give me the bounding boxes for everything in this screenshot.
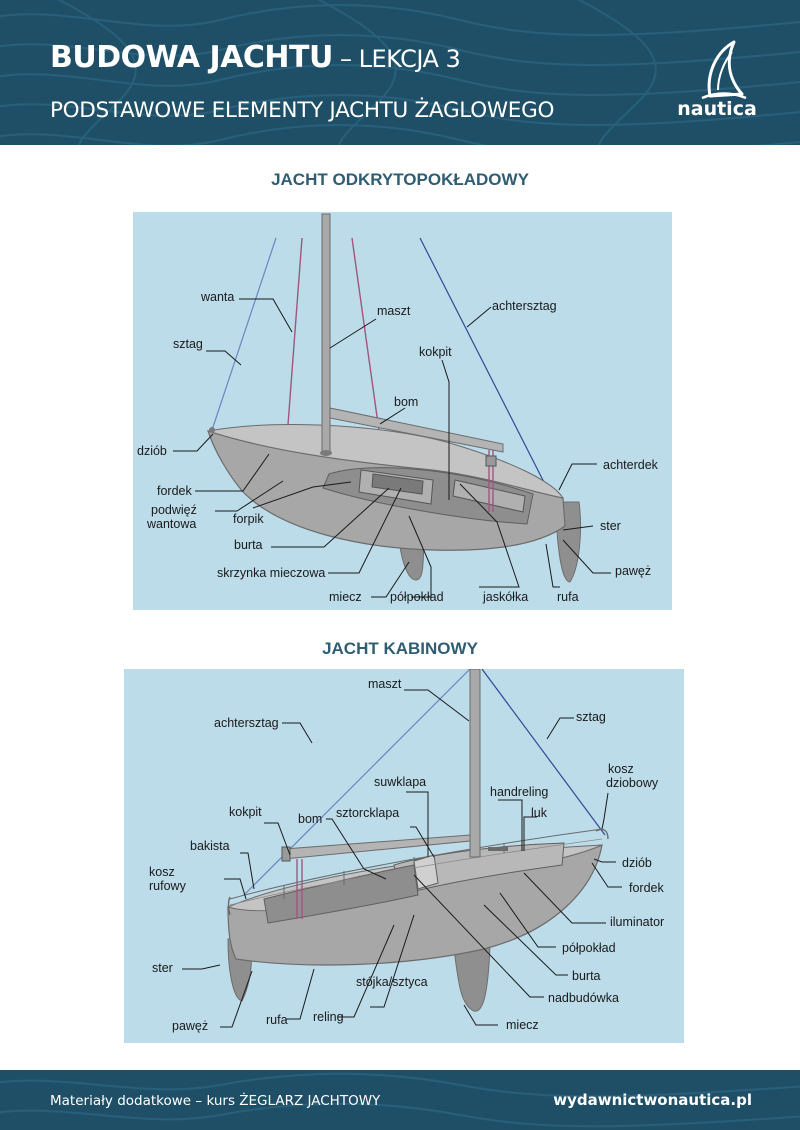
label-sztorcklapa: sztorcklapa	[336, 806, 400, 820]
label-maszt: maszt	[377, 304, 411, 318]
label-kosz-dziobowy-line2: dziobowy	[606, 776, 659, 790]
label-iluminator: iluminator	[610, 915, 665, 929]
label-kosz-rufowy-line1: kosz	[149, 865, 175, 879]
label-miecz: miecz	[329, 590, 362, 604]
cabin-yacht-illustration	[182, 669, 622, 1028]
label-pawez: pawęż	[172, 1019, 209, 1033]
section-title-cabin: JACHT KABINOWY	[322, 639, 478, 658]
label-burta: burta	[234, 538, 263, 552]
label-fordek: fordek	[629, 881, 664, 895]
label-polpoklad: półpokład	[562, 941, 616, 955]
label-burta: burta	[572, 969, 601, 983]
label-polpoklad: półpokład	[390, 590, 444, 604]
label-stojka-sztyca: stójka/sztyca	[356, 975, 428, 989]
label-rufa: rufa	[266, 1013, 288, 1027]
title-lesson: – LEKCJA 3	[332, 45, 461, 73]
label-bom: bom	[394, 395, 419, 409]
open-deck-yacht-panel: wanta maszt achtersztag sztag kokpit bom…	[133, 212, 672, 610]
section-title-open-deck: JACHT ODKRYTOPOKŁADOWY	[271, 170, 529, 189]
label-kokpit: kokpit	[419, 345, 452, 359]
label-reling: reling	[313, 1010, 344, 1024]
label-miecz: miecz	[506, 1018, 539, 1032]
open-deck-yacht-illustration	[173, 213, 611, 598]
label-podwiez-line1: podwięź	[151, 503, 197, 517]
label-wanta: wanta	[201, 290, 235, 304]
label-bakista: bakista	[190, 839, 230, 853]
footer-wave-pattern	[0, 1072, 800, 1128]
brand-logo-text: nautica	[677, 98, 757, 120]
label-achtersztag: achtersztag	[492, 299, 557, 313]
label-podwiez-line2: wantowa	[147, 517, 197, 531]
label-skrzynka-mieczowa: skrzynka mieczowa	[217, 566, 326, 580]
label-sztag: sztag	[173, 337, 203, 351]
wave-pattern	[0, 0, 800, 145]
label-handreling: handreling	[490, 785, 549, 799]
page-subtitle: PODSTAWOWE ELEMENTY JACHTU ŻAGLOWEGO	[50, 98, 555, 123]
header-banner: BUDOWA JACHTU – LEKCJA 3 PODSTAWOWE ELEM…	[0, 0, 800, 145]
footer-banner: Materiały dodatkowe – kurs ŻEGLARZ JACHT…	[0, 1070, 800, 1130]
label-ster: ster	[152, 961, 173, 975]
footer-website-link[interactable]: wydawnictwonautica.pl	[553, 1091, 752, 1109]
label-achterdek: achterdek	[603, 458, 658, 472]
label-pawez: pawęż	[615, 564, 652, 578]
label-kokpit: kokpit	[229, 805, 262, 819]
label-forpik: forpik	[233, 512, 264, 526]
label-fordek: fordek	[157, 484, 192, 498]
title-main: BUDOWA JACHTU	[50, 40, 333, 75]
label-dziob: dziób	[137, 444, 167, 458]
label-luk: luk	[531, 806, 547, 820]
label-bom: bom	[298, 812, 323, 826]
label-suwklapa: suwklapa	[374, 775, 427, 789]
label-sztag: sztag	[576, 710, 606, 724]
label-dziob: dziób	[622, 856, 652, 870]
sail-logo-icon	[701, 40, 747, 100]
label-nadbudowka: nadbudówka	[548, 991, 619, 1005]
cabin-yacht-panel: maszt achtersztag sztag kosz dziobowy su…	[124, 669, 684, 1043]
footer-course-text: Materiały dodatkowe – kurs ŻEGLARZ JACHT…	[50, 1093, 381, 1109]
page-title: BUDOWA JACHTU – LEKCJA 3	[50, 40, 461, 75]
label-maszt: maszt	[368, 677, 402, 691]
label-achtersztag: achtersztag	[214, 716, 279, 730]
label-ster: ster	[600, 519, 621, 533]
label-rufa: rufa	[557, 590, 579, 604]
label-kosz-rufowy-line2: rufowy	[149, 879, 186, 893]
label-kosz-dziobowy-line1: kosz	[608, 762, 634, 776]
label-jaskolka: jaskółka	[483, 590, 529, 604]
